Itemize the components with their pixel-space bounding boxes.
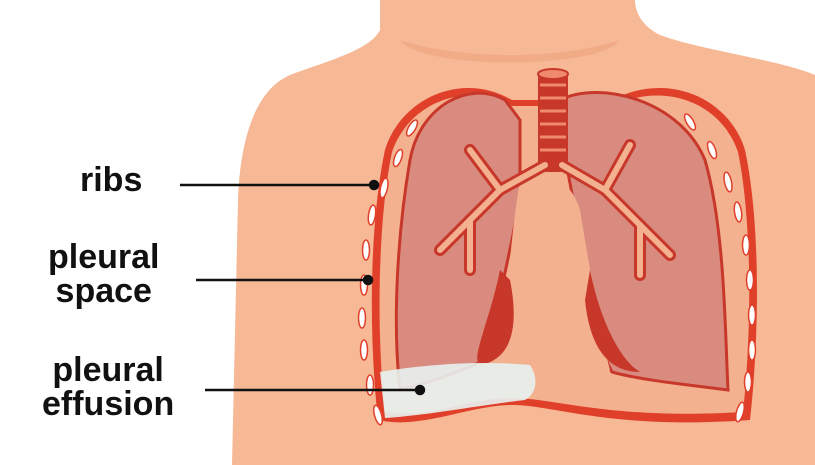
label-pleural-space-line2: space	[55, 272, 152, 310]
costophrenic-right	[585, 270, 640, 372]
label-pleural-space-line1: pleural	[48, 238, 160, 276]
bronchial-tree	[434, 139, 676, 281]
mediastinum	[500, 175, 610, 379]
label-ribs: ribs	[80, 161, 143, 199]
ribs-left	[357, 119, 419, 426]
label-pleural-effusion: pleural effusion	[42, 353, 174, 421]
neck-shadow	[400, 40, 620, 63]
trachea-opening	[537, 68, 569, 80]
trachea-rings	[540, 83, 566, 152]
label-pleural-space: pleural space	[48, 240, 159, 308]
label-pleural-effusion-line2: effusion	[42, 385, 175, 423]
label-pleural-effusion-line1: pleural	[52, 351, 164, 389]
pleural-effusion-fluid	[380, 362, 536, 418]
leader-lines	[180, 179, 426, 396]
costophrenic-left	[477, 270, 514, 365]
trachea	[538, 72, 568, 172]
ribs-right	[683, 113, 757, 423]
